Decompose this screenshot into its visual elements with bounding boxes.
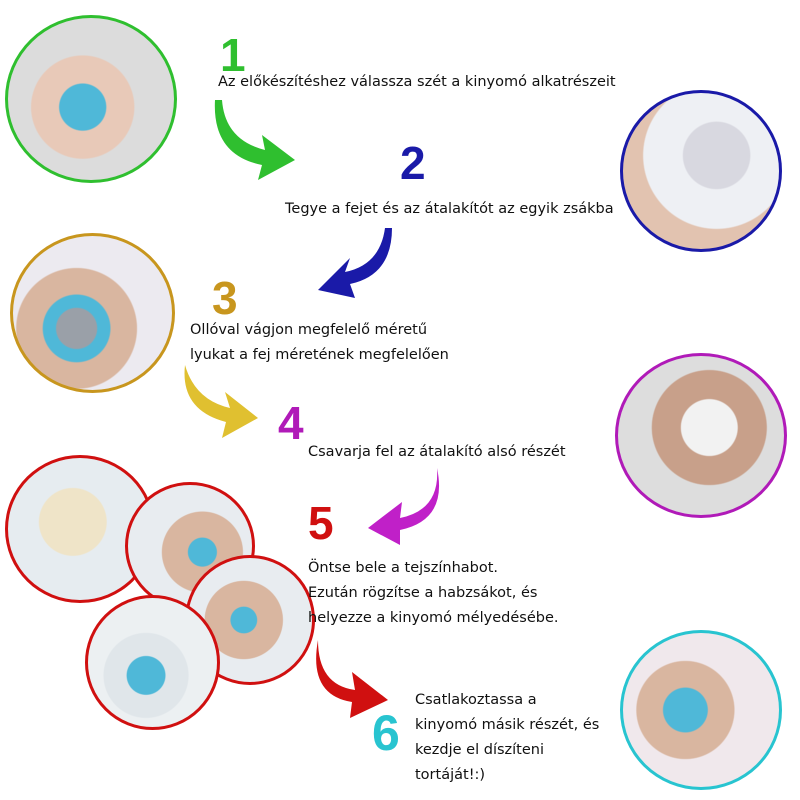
- step2-text: Tegye a fejet és az átalakítót az egyik …: [285, 197, 614, 222]
- step2-number: 2: [400, 137, 426, 189]
- step6-photo: [620, 630, 782, 790]
- step1-text: Az előkészítéshez válassza szét a kinyom…: [218, 70, 616, 95]
- step6-line: tortáját!:): [415, 767, 486, 783]
- step5-photo-d: [85, 595, 220, 730]
- step2-line: Tegye a fejet és az átalakítót az egyik …: [285, 201, 614, 217]
- arrow-1-to-2: [214, 100, 295, 180]
- step4-line: Csavarja fel az átalakító alsó részét: [308, 444, 566, 460]
- step3-number: 3: [212, 272, 238, 324]
- step4-text: Csavarja fel az átalakító alsó részét: [308, 440, 566, 465]
- step6-line: Csatlakoztassa a: [415, 692, 537, 708]
- arrow-4-to-5: [368, 468, 440, 545]
- arrow-3-to-4: [184, 365, 258, 438]
- step1-line: Az előkészítéshez válassza szét a kinyom…: [218, 74, 616, 90]
- step6-line: kezdje el díszíteni: [415, 742, 544, 758]
- step3-line: Ollóval vágjon megfelelő méretű: [190, 322, 428, 338]
- step6-line: kinyomó másik részét, és: [415, 717, 600, 733]
- step5-number: 5: [308, 497, 334, 549]
- arrow-2-to-3: [318, 228, 392, 298]
- step1-photo: [5, 15, 177, 183]
- arrow-5-to-6: [316, 640, 388, 718]
- step3-photo: [10, 233, 175, 393]
- step4-photo: [615, 353, 787, 518]
- step6-number: 6: [372, 705, 400, 761]
- step3-text: Ollóval vágjon megfelelő méretű lyukat a…: [190, 318, 449, 368]
- step5-line: Öntse bele a tejszínhabot.: [308, 560, 499, 576]
- step2-photo: [620, 90, 782, 252]
- step4-number: 4: [278, 397, 304, 449]
- step1-number: 1: [220, 29, 246, 81]
- step5-line: Ezután rögzítse a habzsákot, és: [308, 585, 538, 601]
- step5-text: Öntse bele a tejszínhabot. Ezután rögzít…: [308, 556, 558, 631]
- step6-text: Csatlakoztassa a kinyomó másik részét, é…: [415, 688, 599, 788]
- step5-line: helyezze a kinyomó mélyedésébe.: [308, 610, 559, 626]
- step3-line: lyukat a fej méretének megfelelően: [190, 347, 449, 363]
